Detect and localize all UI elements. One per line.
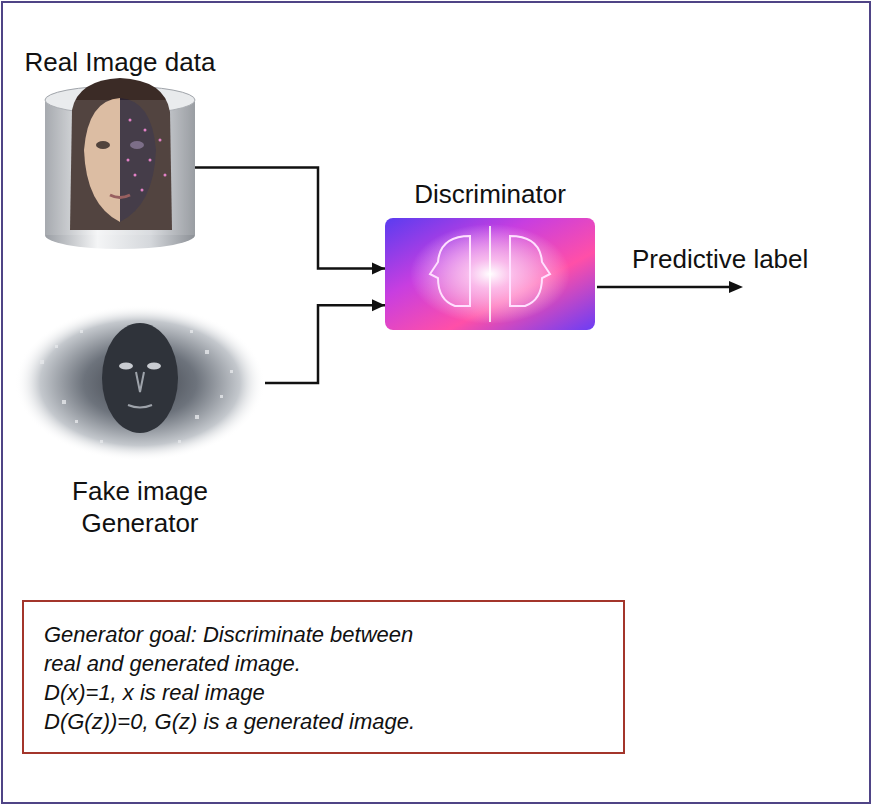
database-cylinder: [45, 78, 195, 249]
discriminator-node: Discriminator: [385, 218, 595, 330]
note-box: Generator goal: Discriminate between rea…: [22, 600, 625, 754]
connector-arrow: [195, 168, 385, 275]
node-title: Fake image Generator: [20, 475, 260, 539]
discriminator-picture: [385, 218, 595, 330]
note-line: D(x)=1, x is real image: [44, 678, 605, 707]
output-label: Predictive label: [632, 243, 808, 275]
output-arrow: [597, 286, 730, 289]
database-node: Real Image data: [45, 86, 195, 249]
generated-face: [15, 305, 265, 461]
node-title: Discriminator: [370, 178, 610, 210]
note-line: D(G(z))=0, G(z) is a generated image.: [44, 707, 605, 736]
note-line: Generator goal: Discriminate between rea…: [44, 620, 444, 678]
connector-arrow: [265, 299, 385, 383]
generator-node: Fake image Generator: [15, 305, 265, 461]
node-title: Real Image data: [10, 46, 230, 78]
arrow-head: [729, 281, 743, 293]
